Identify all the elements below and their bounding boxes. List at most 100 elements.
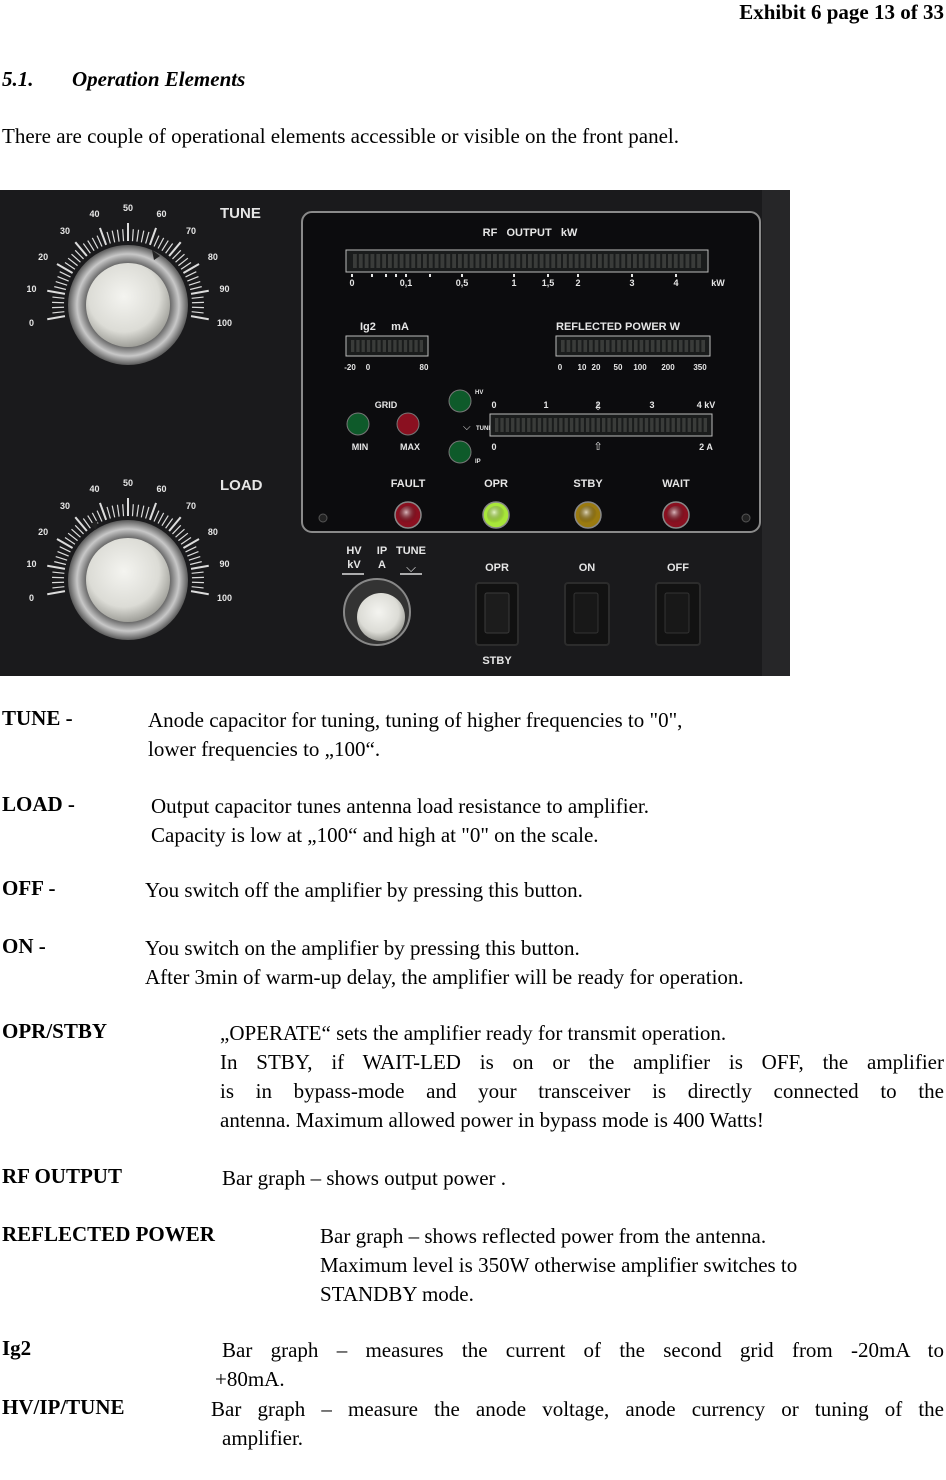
bar-segment bbox=[414, 340, 418, 352]
dial-tick bbox=[190, 564, 209, 570]
dial-tick bbox=[191, 571, 204, 574]
dial-tick bbox=[47, 564, 66, 570]
meter-panel bbox=[301, 211, 761, 533]
definition-text-line: Bar graph – shows output power . bbox=[222, 1166, 507, 1190]
bar-segment bbox=[609, 254, 614, 268]
dial-tick bbox=[153, 235, 160, 247]
bar-segment bbox=[495, 418, 499, 432]
dial-tick bbox=[148, 227, 157, 246]
bar-segment bbox=[510, 254, 515, 268]
definition-term: HV/IP/TUNE bbox=[2, 1395, 125, 1419]
bar-segment bbox=[639, 418, 643, 432]
bar-segment bbox=[577, 340, 582, 352]
bar-segment bbox=[423, 254, 427, 268]
ip-led bbox=[448, 440, 472, 464]
bar-segment bbox=[446, 254, 451, 268]
bar-segment bbox=[618, 418, 622, 432]
status-led-glint bbox=[487, 506, 505, 524]
bar-segment bbox=[673, 254, 678, 268]
dial-scale-label: 10 bbox=[26, 284, 36, 294]
selector-tune-label: TUNE bbox=[396, 545, 426, 557]
scale-label: 1 bbox=[511, 278, 516, 288]
scale-label: 1,5 bbox=[542, 278, 555, 288]
dial-tick bbox=[175, 253, 185, 263]
selector-knob[interactable] bbox=[357, 593, 405, 641]
bar-segment bbox=[682, 418, 686, 432]
dial-tick bbox=[145, 231, 150, 244]
bar-segment bbox=[697, 254, 701, 268]
scale-label: 10 bbox=[578, 363, 587, 372]
definition-term: OPR/STBY bbox=[2, 1019, 108, 1043]
bar-segment bbox=[557, 254, 561, 268]
bar-segment bbox=[553, 418, 558, 432]
dial-tick bbox=[189, 286, 202, 291]
tune-knob[interactable] bbox=[86, 263, 170, 347]
bar-segment bbox=[667, 340, 672, 352]
bar-segment bbox=[559, 418, 563, 432]
scale-label: 0,1 bbox=[400, 278, 413, 288]
bar-segment bbox=[370, 254, 375, 268]
load-knob[interactable] bbox=[86, 538, 170, 622]
scale-label: 2 A bbox=[699, 442, 713, 452]
dial-tick bbox=[82, 518, 91, 529]
dial-scale-label: 30 bbox=[60, 501, 70, 511]
load-label: LOAD bbox=[220, 477, 263, 494]
bar-segment bbox=[586, 254, 591, 268]
bar-segment bbox=[434, 254, 439, 268]
definition-text-line: Bar graph – measures the current of the … bbox=[222, 1338, 944, 1362]
bar-segment bbox=[521, 418, 526, 432]
scale-label: 2 bbox=[575, 278, 580, 288]
bar-segment bbox=[603, 254, 608, 268]
scale-tick bbox=[513, 274, 515, 277]
status-led-glint bbox=[579, 506, 597, 524]
bar-segment bbox=[580, 418, 584, 432]
definition-text-line: You switch off the amplifier by pressing… bbox=[145, 878, 583, 902]
scale-label: -20 bbox=[344, 363, 356, 372]
dial-tick bbox=[116, 504, 120, 517]
bar-segment bbox=[399, 254, 404, 268]
status-led-glint bbox=[399, 506, 417, 524]
scale-tick bbox=[405, 274, 407, 277]
bar-segment bbox=[627, 254, 631, 268]
bar-segment bbox=[684, 340, 689, 352]
selector-chevron-icon: ⌵ bbox=[406, 560, 416, 575]
dial-tick bbox=[52, 311, 65, 314]
grid-title: GRID bbox=[375, 400, 398, 410]
hv-led-label: HV bbox=[475, 390, 483, 396]
bar-segment bbox=[607, 418, 611, 432]
bar-segment bbox=[623, 418, 627, 432]
bar-segment bbox=[650, 340, 655, 352]
bar-segment bbox=[634, 340, 638, 352]
dial-tick bbox=[99, 227, 108, 246]
dial-tick bbox=[57, 275, 69, 282]
intro-text: There are couple of operational elements… bbox=[2, 124, 679, 148]
scale-label: 100 bbox=[633, 363, 647, 372]
dial-tick bbox=[136, 504, 140, 517]
dial-scale-label: 90 bbox=[220, 284, 230, 294]
scale-tick bbox=[631, 274, 633, 277]
bar-segment bbox=[592, 254, 596, 268]
grid-min-led bbox=[346, 412, 370, 436]
dial-tick bbox=[190, 590, 209, 596]
bar-segment bbox=[650, 418, 654, 432]
load-dial[interactable] bbox=[47, 498, 209, 640]
definition-term: Ig2 bbox=[2, 1336, 32, 1360]
grid-max-label: MAX bbox=[400, 442, 420, 452]
bar-segment bbox=[419, 340, 423, 352]
scale-label: 0 bbox=[366, 363, 371, 372]
bar-segment bbox=[409, 340, 413, 352]
tune-dial[interactable] bbox=[47, 223, 209, 365]
section-number: 5.1. bbox=[2, 67, 34, 91]
definition-term: ON - bbox=[2, 934, 46, 958]
dial-tick bbox=[140, 505, 145, 518]
bar-segment bbox=[388, 340, 392, 352]
definition-text-line: is in bypass-mode and your transceiver i… bbox=[220, 1079, 944, 1103]
bar-segment bbox=[566, 340, 571, 352]
bar-segment bbox=[655, 418, 659, 432]
scale-label: 20 bbox=[592, 363, 601, 372]
definition-text-line: After 3min of warm-up delay, the amplifi… bbox=[145, 965, 744, 989]
dial-tick bbox=[64, 262, 76, 270]
definition-text-line: Bar graph – measure the anode voltage, a… bbox=[211, 1397, 944, 1421]
dial-tick bbox=[74, 241, 88, 257]
